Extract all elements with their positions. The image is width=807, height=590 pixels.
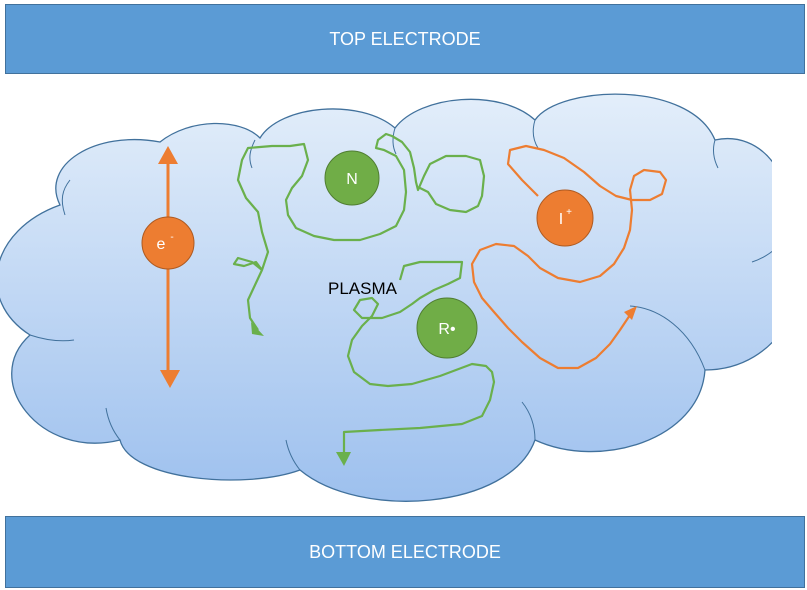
radical-label: R• — [438, 321, 455, 338]
radical-trajectory — [342, 260, 496, 462]
ion-charge: + — [566, 207, 572, 218]
neutral-trajectory — [232, 132, 486, 331]
neutral-label: N — [346, 171, 358, 188]
plasma-label: PLASMA — [328, 279, 398, 298]
radical-trajectory-arrowhead — [336, 452, 351, 466]
electron-particle: e - — [141, 216, 195, 270]
top-electrode: TOP ELECTRODE — [5, 4, 805, 74]
neutral-particle: N — [324, 150, 380, 206]
ion-label: I — [559, 211, 563, 228]
ion-particle: I + — [536, 189, 594, 247]
plasma-cloud — [0, 93, 772, 502]
bottom-electrode-label: BOTTOM ELECTRODE — [309, 541, 501, 562]
radical-particle: R• — [416, 297, 478, 359]
ion-trajectory-arrowhead — [624, 306, 637, 320]
neutral-trajectory-arrowhead — [251, 322, 264, 336]
top-electrode-label: TOP ELECTRODE — [329, 28, 481, 49]
electron-label: e — [157, 236, 166, 253]
ion-trajectory — [470, 144, 668, 370]
electron-charge: - — [170, 232, 173, 243]
bottom-electrode: BOTTOM ELECTRODE — [5, 516, 805, 588]
